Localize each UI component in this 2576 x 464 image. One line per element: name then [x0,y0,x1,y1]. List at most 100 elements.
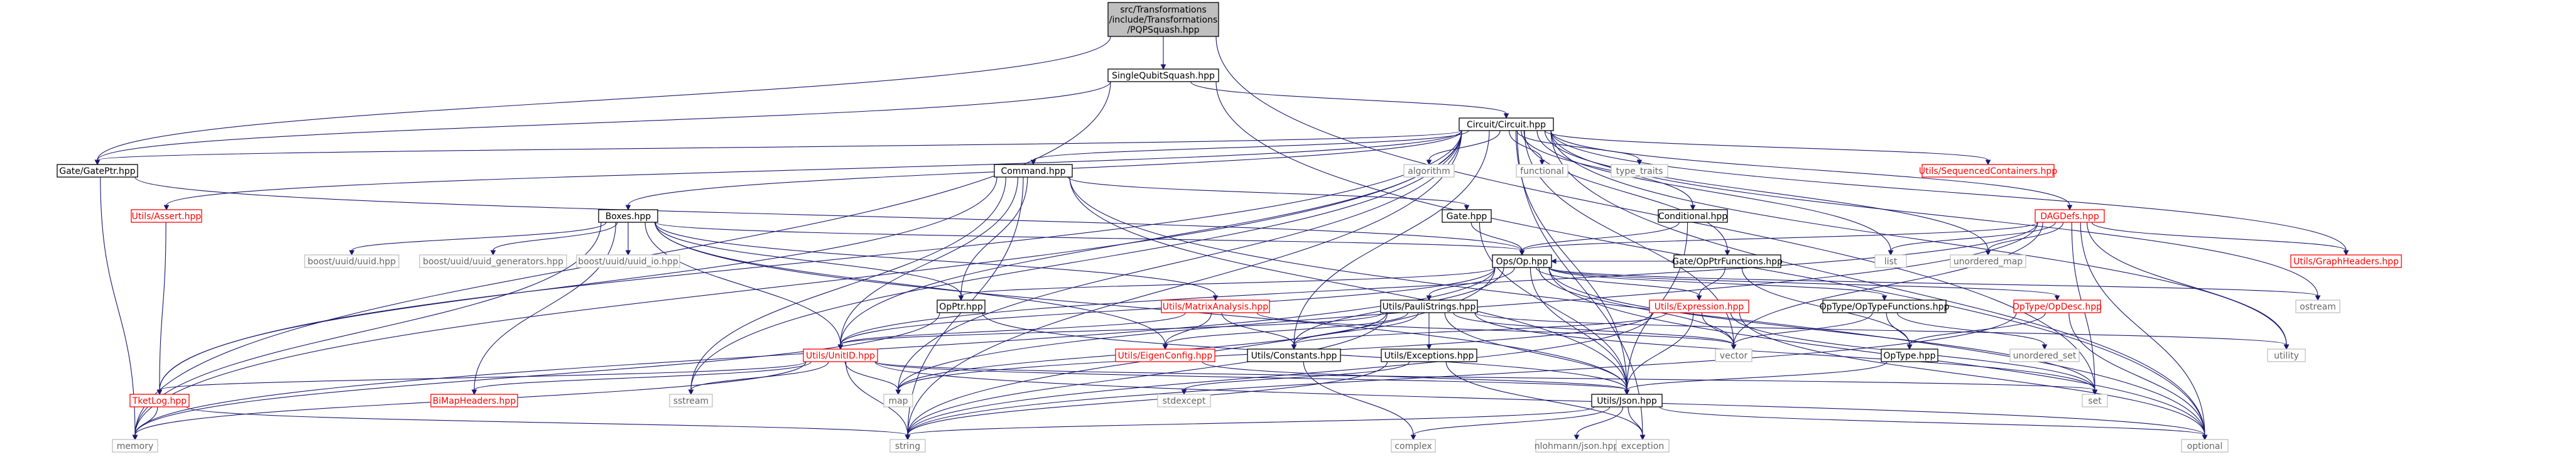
node-gatehpp[interactable]: Gate.hpp [1442,209,1492,223]
node-optype[interactable]: OpType.hpp [1881,348,1938,362]
edge-ophpp-to-ostream [1548,267,2318,296]
node-assert[interactable]: Utils/Assert.hpp [131,209,202,223]
edge-json-to-nlohmann [1576,406,1624,436]
node-opdesc[interactable]: OpType/OpDesc.hpp [2013,299,2102,313]
arrowhead [688,389,694,396]
node-label: /include/Transformations [1109,15,1217,25]
node-label: exception [1621,441,1664,451]
arrowhead [2315,295,2321,301]
node-box [1658,209,1728,223]
edge-boxes-to-boost_uuid [351,222,607,251]
edge-dagdefs-to-graphheaders [2091,222,2347,251]
edge-circ-to-conditional [1521,130,1693,206]
node-label: functional [1520,166,1564,176]
edge-circ-to-seqcont [1544,130,1989,161]
node-label: /PQPSquash.hpp [1127,25,1199,35]
node-label: SingleQubitSquash.hpp [1112,71,1215,81]
node-box [2082,394,2108,407]
node-command[interactable]: Command.hpp [994,164,1073,178]
node-sqs[interactable]: SingleQubitSquash.hpp [1107,68,1219,82]
arrowhead [1160,64,1166,70]
node-boxes[interactable]: Boxes.hpp [598,209,658,223]
arrowhead [2202,434,2208,441]
edge-unitid-to-json [874,361,1628,391]
edge-pq-to-gateptr [97,36,1111,161]
node-opptrfun[interactable]: Gate/OpPtrFunctions.hpp [1672,254,1783,268]
edge-ophpp-to-opptr [960,267,1496,296]
edge-unitid-to-set [874,361,2095,391]
node-exceptions[interactable]: Utils/Exceptions.hpp [1381,348,1477,362]
node-label: TketLog.hpp [132,396,187,406]
node-box [889,439,926,453]
edge-command-to-unitid [840,176,1018,345]
node-opptr[interactable]: OpPtr.hpp [937,299,986,313]
node-ophpp[interactable]: Ops/Op.hpp [1492,254,1552,268]
node-pq[interactable]: src/Transformations/include/Transformati… [1107,2,1219,37]
node-label: Utils/MatrixAnalysis.hpp [1163,302,1268,312]
node-json[interactable]: Utils/Json.hpp [1591,394,1663,407]
node-box [430,394,518,407]
edge-circ-to-map [898,130,1462,391]
edge-exceptions-to-stdexcept [1183,361,1410,391]
node-box [1157,394,1211,407]
edge-dagdefs-to-unordered_map [1987,222,2064,251]
node-graphheaders[interactable]: Utils/GraphHeaders.hpp [2290,254,2402,268]
node-box [112,439,158,453]
node-box [1380,299,1478,313]
node-gateptr[interactable]: Gate/GatePtr.hpp [57,164,138,178]
node-label: Utils/Json.hpp [1597,396,1657,406]
node-optypefun[interactable]: OpType/OpTypeFunctions.hpp [1820,299,1950,313]
edge-sqs-to-circ [1190,81,1507,114]
edge-boxes-to-ophpp [655,222,1523,251]
node-circ[interactable]: Circuit/Circuit.hpp [1459,117,1554,131]
node-matrixanalysis[interactable]: Utils/MatrixAnalysis.hpp [1161,299,1270,313]
node-nlohmann: nlohmann/json.hpp [1535,439,1619,453]
arrowhead [490,250,496,256]
node-box [419,254,567,268]
node-seqcont[interactable]: Utils/SequencedContainers.hpp [1919,164,2057,178]
edge-dagdefs-to-vector [1733,222,2043,345]
node-conditional[interactable]: Conditional.hpp [1658,209,1728,223]
node-box [57,164,138,178]
node-label: Utils/PauliStrings.hpp [1383,302,1476,312]
node-box [1381,348,1477,362]
node-eigenconfig[interactable]: Utils/EigenConfig.hpp [1115,348,1215,362]
edge-boxes-to-unitid [644,222,841,345]
edge-assert-to-tketlog [159,222,166,391]
node-box [129,394,190,407]
node-bimapheaders[interactable]: BiMapHeaders.hpp [430,394,518,407]
edge-gatehpp-to-json [1479,222,1628,391]
node-label: Circuit/Circuit.hpp [1467,120,1546,130]
node-label: set [2088,396,2102,406]
edge-matrixanalysis-to-constants [1221,312,1295,345]
node-box [1591,394,1663,407]
edge-constants-to-complex [1303,361,1414,436]
node-dagdefs[interactable]: DAGDefs.hpp [2035,209,2105,223]
edge-command-to-opptr [960,176,1028,296]
edge-dagdefs-to-optional [2080,222,2205,436]
edge-opdesc-to-string [907,312,2017,436]
node-label: Utils/EigenConfig.hpp [1118,351,1213,361]
arrowhead [163,205,170,211]
edge-json-to-exception [1628,406,1643,436]
arrowhead [1464,205,1470,211]
node-box [1492,254,1552,268]
node-label: OpType.hpp [1883,351,1935,361]
edge-conditional-to-ophpp [1521,222,1680,251]
node-box [669,394,713,407]
arrowhead [471,389,477,396]
node-label: memory [117,441,154,451]
edge-ophpp-to-paulistrings [1428,267,1515,296]
arrowhead [1426,159,1432,166]
node-paulistrings[interactable]: Utils/PauliStrings.hpp [1380,299,1478,313]
node-expression[interactable]: Utils/Expression.hpp [1649,299,1749,313]
node-unitid[interactable]: Utils/UnitID.hpp [803,348,878,362]
edge-dagdefs-to-ophpp [1521,222,2038,251]
edge-boxes-to-bimapheaders [474,222,616,391]
node-constants[interactable]: Utils/Constants.hpp [1247,348,1341,362]
node-label: optional [2187,441,2223,451]
node-box [304,254,399,268]
arrowhead [1162,344,1168,350]
node-tketlog[interactable]: TketLog.hpp [129,394,190,407]
edge-boxes-to-boost_uuid_gen [492,222,618,251]
